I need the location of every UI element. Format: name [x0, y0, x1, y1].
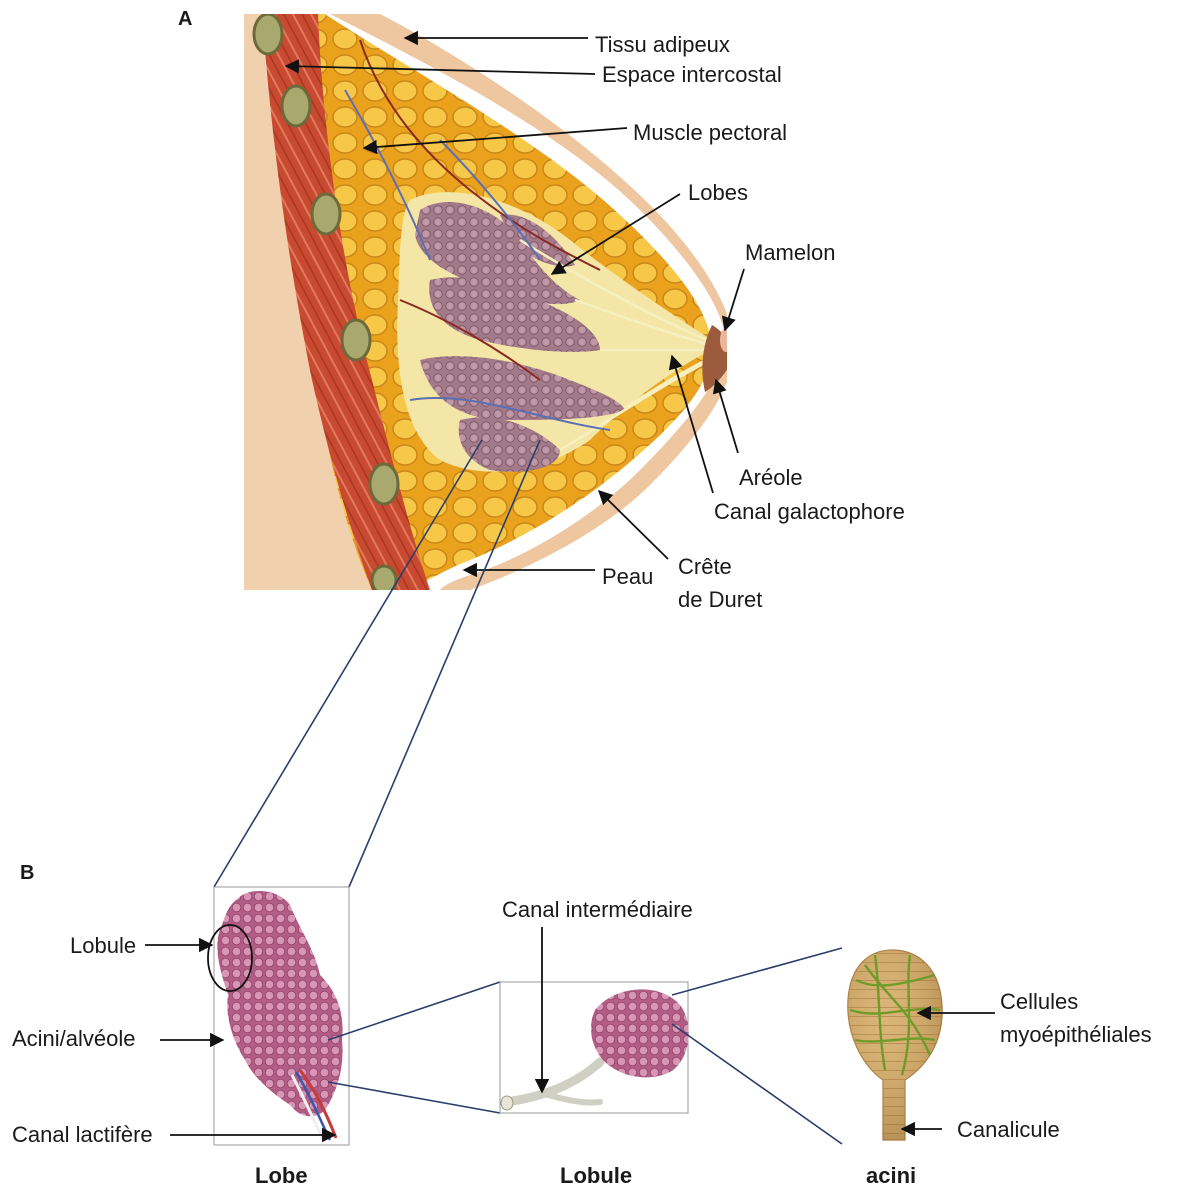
- zoom-lines-lobule-to-acinus: [672, 948, 842, 1144]
- caption-lobule: Lobule: [560, 1163, 632, 1188]
- zoom-lines-lobe-to-lobule: [328, 982, 500, 1113]
- label-muscle-pectoral: Muscle pectoral: [633, 120, 787, 145]
- label-cellules-myoepitheliales: Cellules myoépithéliales: [1000, 985, 1152, 1051]
- label-tissu-adipeux: Tissu adipeux: [595, 32, 730, 57]
- label-canal-intermediaire: Canal intermédiaire: [502, 897, 693, 922]
- label-areole: Aréole: [739, 465, 803, 490]
- label-acini-alveole: Acini/alvéole: [12, 1026, 136, 1051]
- caption-acini: acini: [866, 1163, 916, 1188]
- label-canal-lactifere: Canal lactifère: [12, 1122, 153, 1147]
- caption-lobe: Lobe: [255, 1163, 308, 1188]
- breast-cross-section-illustration: [244, 14, 734, 594]
- label-mamelon: Mamelon: [745, 240, 835, 265]
- label-canal-galactophore: Canal galactophore: [714, 499, 905, 524]
- nipple-illustration: [720, 328, 732, 352]
- panel-b-letter: B: [20, 862, 34, 885]
- panel-a-letter: A: [178, 8, 192, 31]
- label-peau: Peau: [602, 564, 653, 589]
- label-lobule-pointer: Lobule: [70, 933, 136, 958]
- lobule-illustration: [500, 982, 689, 1113]
- label-espace-intercostal: Espace intercostal: [602, 62, 782, 87]
- label-canalicule: Canalicule: [957, 1117, 1060, 1142]
- acinus-illustration: [848, 950, 942, 1140]
- label-lobes: Lobes: [688, 180, 748, 205]
- label-crete-de-duret: Crête de Duret: [678, 550, 762, 616]
- lobe-illustration: [208, 887, 349, 1145]
